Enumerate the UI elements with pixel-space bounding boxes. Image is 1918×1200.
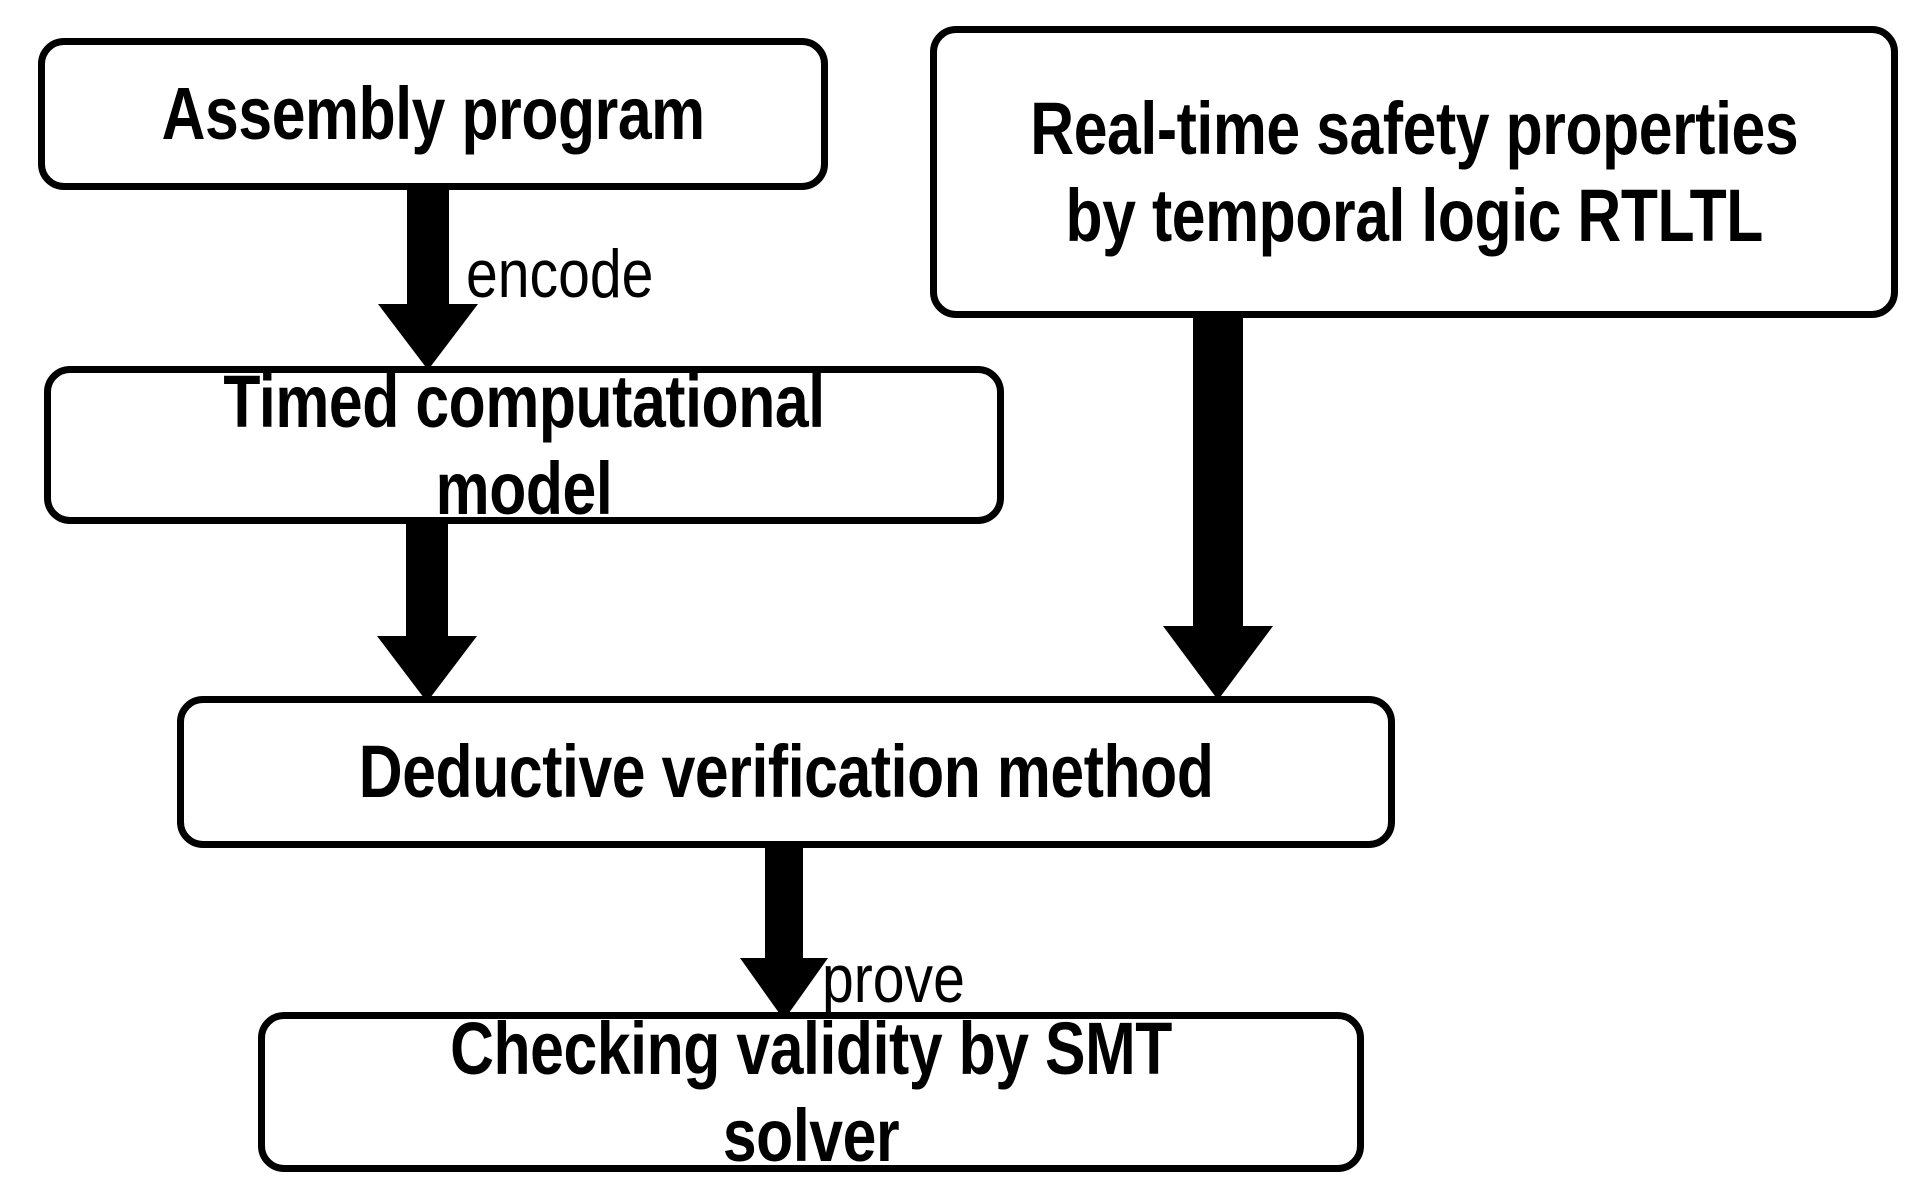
- edge-model-edge: [377, 518, 477, 702]
- edge-properties-edge: [1163, 312, 1273, 700]
- node-real-time-safety-properties[interactable]: Real-time safety properties by temporal …: [930, 26, 1898, 318]
- node-checking-validity-smt[interactable]: Checking validity by SMT solver: [258, 1007, 1364, 1177]
- node-label-timed-computational-model: Timed computational model: [223, 359, 825, 530]
- node-label-deductive-verification-method: Deductive verification method: [358, 730, 1214, 814]
- arrow-shape: [378, 186, 478, 370]
- node-deductive-verification-method[interactable]: Deductive verification method: [177, 696, 1395, 848]
- arrow-shape: [377, 518, 477, 702]
- edge-label-prove-edge: prove: [822, 941, 965, 1017]
- node-label-real-time-safety-properties: Real-time safety properties by temporal …: [1030, 86, 1798, 257]
- arrow-shape: [1163, 312, 1273, 700]
- arrow-shape: [740, 842, 828, 1020]
- node-assembly-program[interactable]: Assembly program: [38, 38, 828, 190]
- edge-prove-edge: [740, 842, 828, 1020]
- edge-encode-edge: [378, 186, 478, 370]
- edge-label-encode-edge: encode: [466, 236, 654, 312]
- node-timed-computational-model[interactable]: Timed computational model: [44, 360, 1004, 530]
- node-label-checking-validity-smt: Checking validity by SMT solver: [450, 1006, 1172, 1177]
- node-label-assembly-program: Assembly program: [161, 72, 705, 156]
